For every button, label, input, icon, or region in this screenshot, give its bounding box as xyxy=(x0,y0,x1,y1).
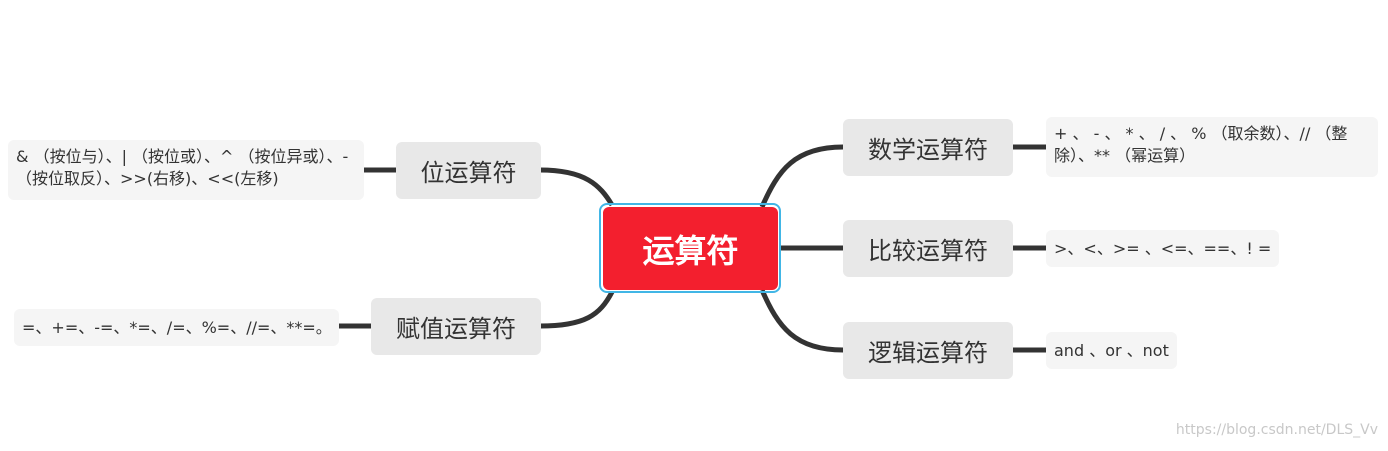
watermark-text: https://blog.csdn.net/DLS_Vv xyxy=(1175,422,1378,438)
branch-node-assign[interactable]: 赋值运算符 xyxy=(371,298,541,355)
leaf-node-compare-detail[interactable]: >、<、>= 、<=、==、! = xyxy=(1046,230,1280,267)
leaf-node-assign-detail[interactable]: =、+=、-=、*=、/=、%=、//=、**=。 xyxy=(14,309,339,346)
leaf-node-math-detail[interactable]: + 、 - 、 * 、 / 、 % （取余数）、// （整除）、** （幂运算） xyxy=(1046,117,1378,177)
connector-root-assign xyxy=(539,290,615,329)
connector-root-math xyxy=(759,144,844,208)
branch-node-compare[interactable]: 比较运算符 xyxy=(843,220,1013,277)
leaf-node-logic-detail[interactable]: and 、or 、not xyxy=(1046,332,1177,369)
connector-root-logic xyxy=(759,289,844,353)
branch-node-logic[interactable]: 逻辑运算符 xyxy=(843,322,1013,379)
root-node[interactable]: 运算符 xyxy=(603,207,778,290)
connector-root-bitwise xyxy=(539,167,615,207)
branch-node-math[interactable]: 数学运算符 xyxy=(843,119,1013,176)
root-node-selection-outline xyxy=(599,203,781,293)
branch-node-bitwise[interactable]: 位运算符 xyxy=(396,142,541,199)
leaf-node-bitwise-detail[interactable]: & （按位与）、| （按位或）、^ （按位异或）、- （按位取反）、>>(右移)… xyxy=(8,140,364,200)
